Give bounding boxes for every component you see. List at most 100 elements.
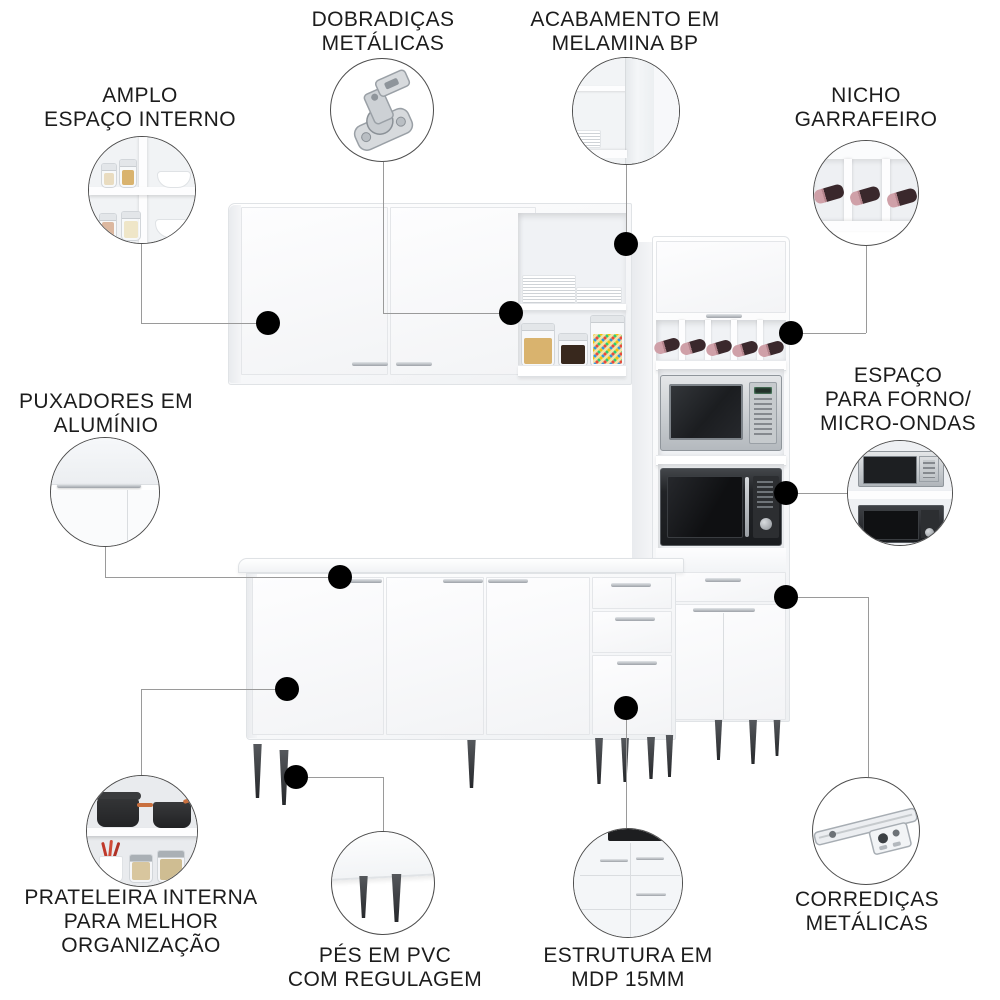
microwave-silver (660, 375, 782, 451)
jar-candy (590, 315, 625, 367)
vignette-nicho (813, 140, 919, 246)
counter-drawer-2 (592, 611, 672, 653)
connector-line (105, 547, 106, 577)
mini-knob (925, 528, 934, 537)
wine-rack (652, 320, 786, 360)
hinge-icon (353, 69, 414, 151)
pot-handle (137, 803, 153, 807)
label-line: METÁLICAS (321, 32, 445, 55)
vignette-melamina (572, 57, 680, 165)
label-acabamento: ACABAMENTO EM MELAMINA BP (515, 8, 735, 56)
mdp-panels (574, 829, 682, 937)
interior-shelf (89, 187, 195, 195)
label-line: PARA FORNO/ (824, 388, 972, 411)
wine-rack-divider (705, 320, 711, 360)
microwave-black-window (667, 476, 743, 538)
label-line: ORGANIZAÇÃO (61, 934, 221, 957)
leg (621, 738, 629, 782)
mdp-handle (600, 859, 628, 862)
vignette-pes (331, 831, 435, 935)
connector-line (141, 689, 287, 690)
label-forno: ESPAÇO PARA FORNO/ MICRO-ONDAS (788, 364, 1000, 436)
label-corredicas: CORREDIÇAS METÁLICAS (757, 888, 977, 936)
wine-bottle (652, 336, 682, 356)
pvc-leg (391, 874, 402, 922)
microwave-buttons (757, 481, 773, 511)
vignette-dobradicas (330, 58, 434, 162)
mini-window (863, 510, 919, 540)
leg (773, 720, 781, 756)
microwave-niche-bottom (658, 464, 784, 548)
melamine-plates (573, 130, 601, 148)
counter-cabinet (238, 558, 684, 740)
label-line: METÁLICAS (805, 912, 929, 935)
connector-line (105, 577, 340, 578)
wine-niche-divider (844, 159, 852, 221)
microwave-buttons (754, 398, 772, 438)
leg (749, 720, 757, 764)
callout-dot-estrutura (614, 696, 638, 720)
connector-line (141, 689, 142, 775)
canister (129, 854, 153, 883)
wine-niche-divider (882, 159, 890, 221)
callout-dot-dobradicas (499, 301, 523, 325)
label-line: PÉS EM PVC (318, 944, 452, 967)
jar-lid (559, 334, 587, 341)
melamine-bottom-board (573, 150, 627, 158)
counter-door-1 (252, 577, 384, 735)
connector-line (383, 313, 511, 314)
microwave-black-handle (745, 477, 749, 537)
counter-door-3-handle (488, 579, 528, 583)
jar-cookies (521, 323, 555, 367)
microwave-display (754, 387, 772, 394)
label-nicho: NICHO GARRAFEIRO (756, 84, 976, 132)
mini-panel (919, 456, 939, 482)
label-puxadores: PUXADORES EM ALUMÍNIO (0, 390, 212, 438)
label-line: PARA MELHOR (63, 910, 219, 933)
pantry-jar (101, 163, 117, 188)
vignette-amplo-espaco (88, 136, 196, 244)
wall-cabinet (228, 203, 632, 385)
tower-drawer-handle (705, 578, 741, 582)
microwave-silver-control-panel (749, 382, 777, 444)
label-line: AMPLO (102, 84, 178, 107)
leg (665, 735, 674, 777)
mini-microwave-silver (858, 451, 944, 487)
label-prateleira: PRATELEIRA INTERNA PARA MELHOR ORGANIZAÇ… (8, 886, 274, 958)
tower-doors-handle (693, 608, 755, 612)
leg (253, 744, 262, 798)
melamine-shelf-line (573, 86, 627, 91)
connector-line (786, 493, 848, 494)
wall-cabinet-door-left (241, 207, 388, 375)
drawer-slide-icon (813, 807, 918, 855)
melamine-panel (625, 58, 655, 164)
jar-cookies-content (524, 338, 552, 364)
handle-closeup-top (51, 438, 159, 485)
microwave-niche-top (658, 369, 784, 455)
label-line: NICHO (831, 84, 901, 107)
wall-cabinet-open-shelves (518, 213, 626, 377)
counter-drawer-1 (592, 577, 672, 609)
connector-line (626, 708, 627, 828)
label-line: DOBRADIÇAS (311, 8, 455, 31)
vignette-puxadores (50, 437, 160, 547)
pantry-jar (121, 211, 141, 241)
callout-dot-nicho (779, 321, 803, 345)
label-line: GARRAFEIRO (794, 108, 938, 131)
label-line: PRATELEIRA INTERNA (24, 886, 258, 909)
callout-dot-corredicas (774, 585, 798, 609)
tower-door-divider (723, 613, 724, 719)
plates-stack-large (522, 275, 576, 304)
canister (157, 850, 185, 883)
pantry-jar (99, 213, 117, 241)
wall-cabinet-door-right (390, 207, 536, 375)
handle-closeup-door (51, 490, 159, 546)
vignette-forno (847, 440, 953, 546)
label-line: MELAMINA BP (551, 32, 699, 55)
counter-drawer-1-handle (611, 583, 651, 587)
callout-dot-prateleira (275, 677, 299, 701)
microwave-silver-window (669, 384, 743, 440)
label-line: ALUMÍNIO (53, 414, 159, 437)
jar-beans (558, 333, 588, 367)
